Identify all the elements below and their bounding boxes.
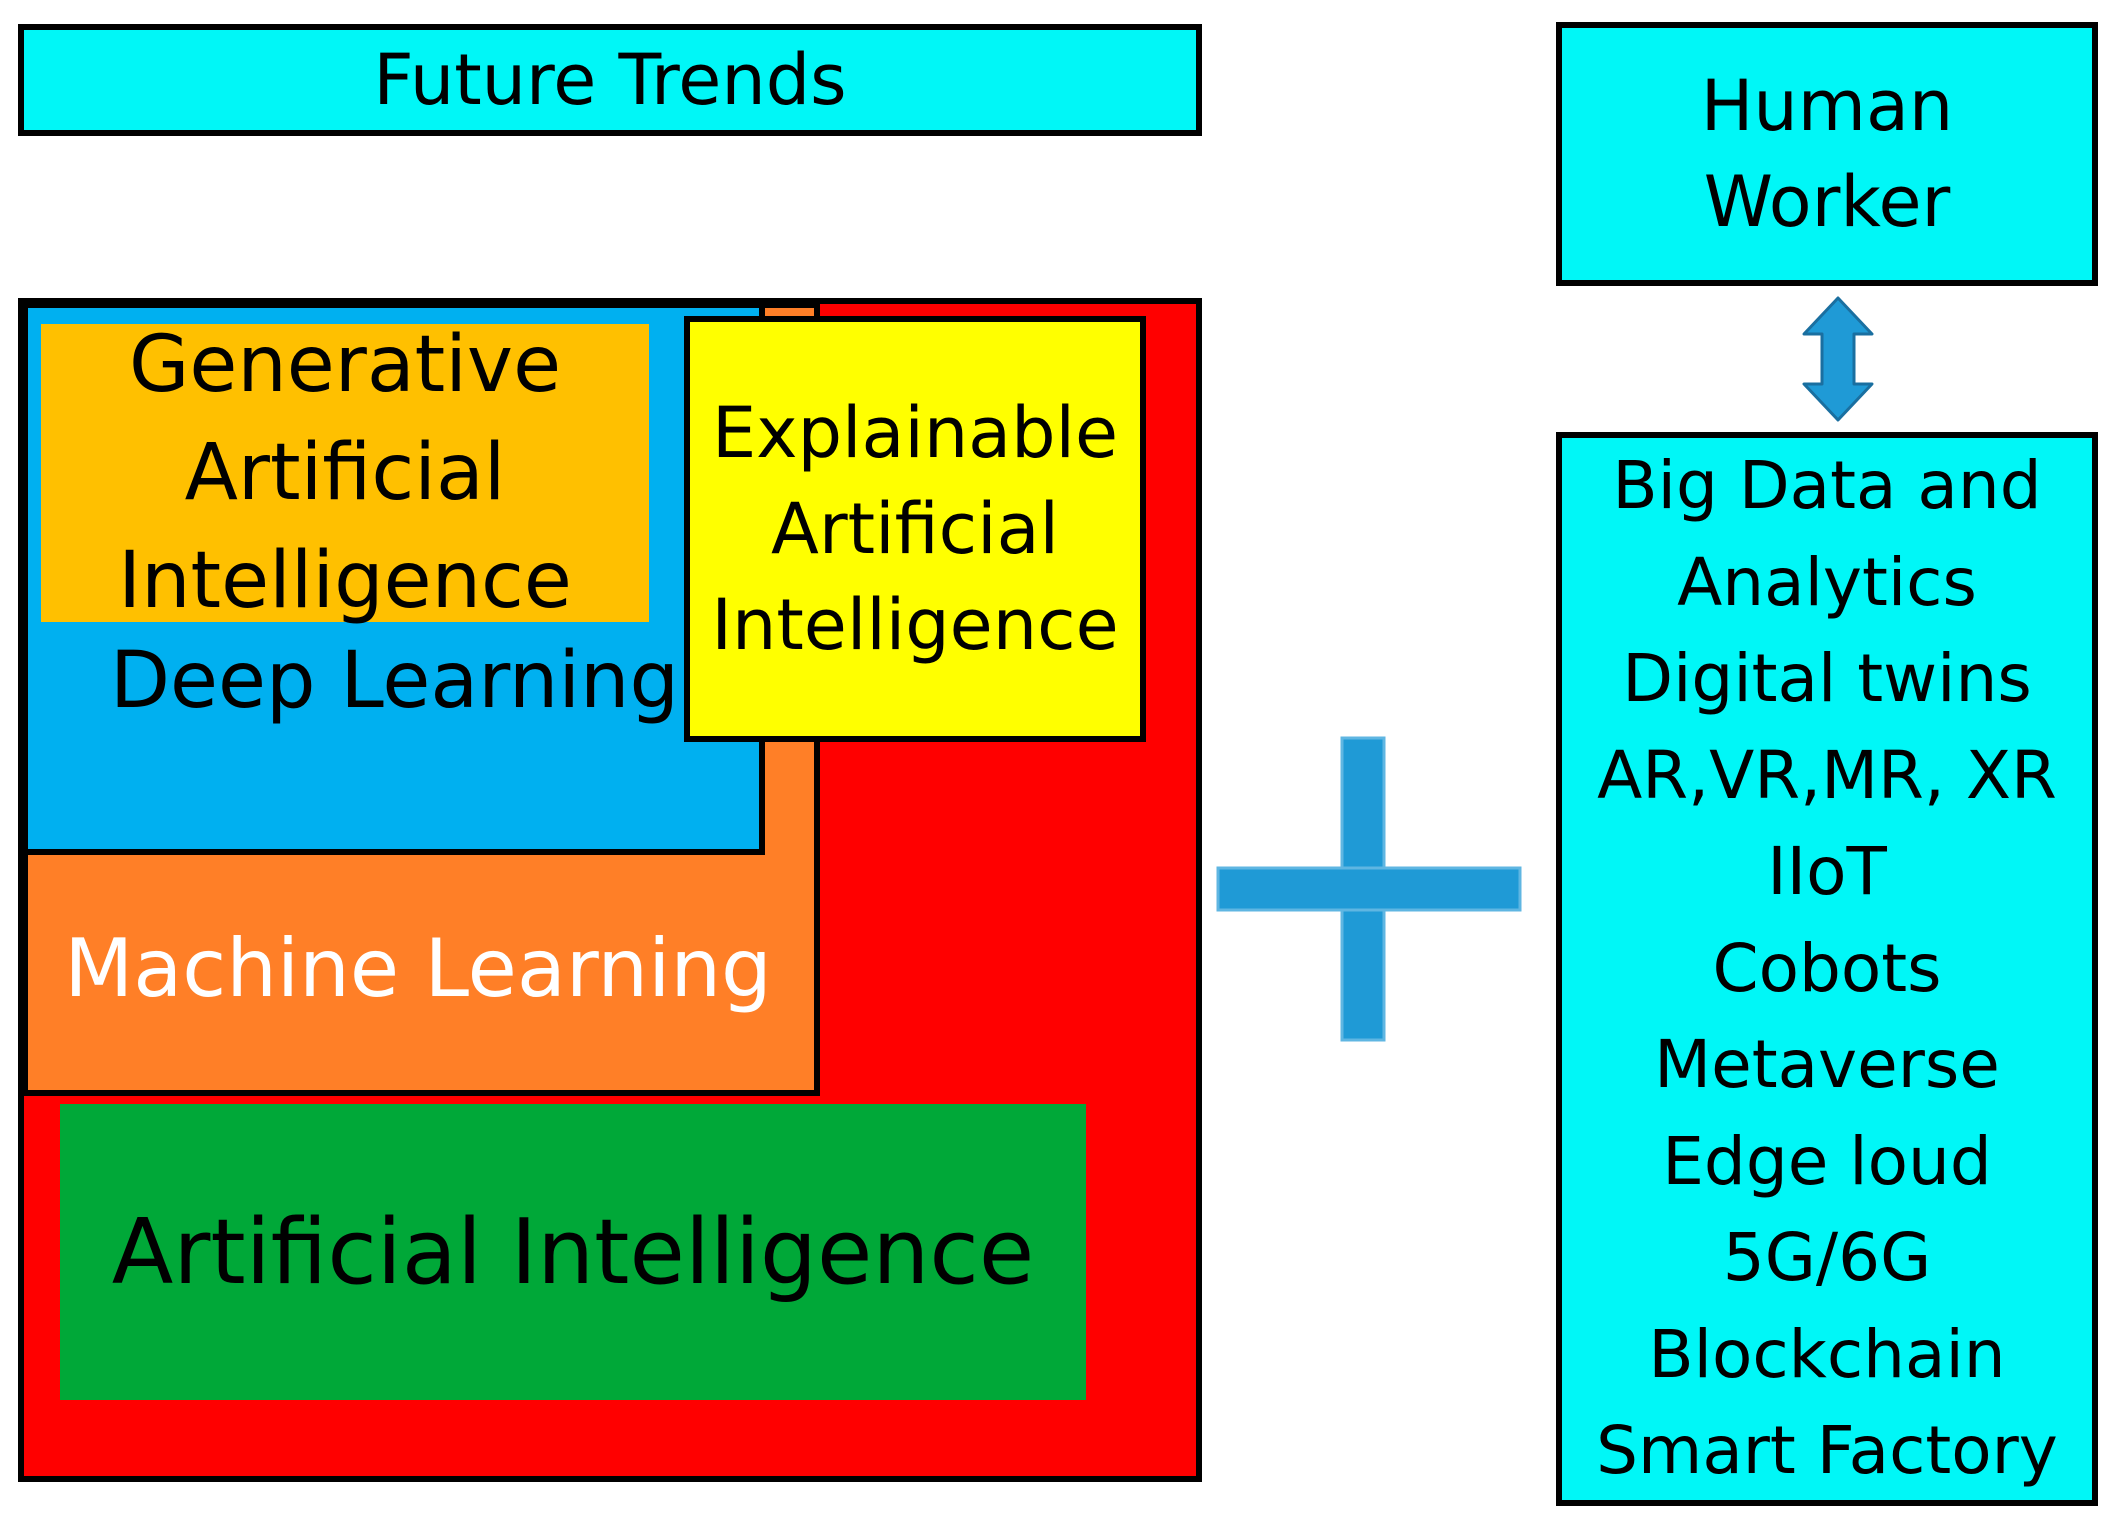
- plus-icon: [1216, 736, 1522, 1042]
- title-box: Future Trends: [18, 24, 1202, 136]
- tech-item-5g-6g: 5G/6G: [1722, 1219, 1932, 1297]
- artificial-intelligence-label: Artificial Intelligence: [111, 1199, 1035, 1305]
- generative-ai-line-1: Generative: [128, 320, 562, 410]
- explainable-ai-box: Explainable Artificial Intelligence: [684, 316, 1146, 742]
- tech-item-blockchain: Blockchain: [1648, 1315, 2006, 1393]
- generative-ai-line-2: Artificial: [184, 428, 506, 518]
- tech-item-iiot: IIoT: [1767, 833, 1887, 911]
- human-line-2: Worker: [1703, 161, 1951, 243]
- tech-item-big-data: Big Data and: [1612, 447, 2042, 525]
- title-text: Future Trends: [373, 39, 847, 121]
- tech-item-smart-factory: Smart Factory: [1596, 1412, 2058, 1490]
- generative-ai-box: Generative Artificial Intelligence: [41, 320, 649, 626]
- human-worker-box: Human Worker: [1556, 22, 2098, 286]
- explainable-ai-line-1: Explainable: [711, 392, 1119, 474]
- tech-item-cobots: Cobots: [1712, 929, 1942, 1007]
- tech-item-analytics: Analytics: [1677, 543, 1977, 621]
- human-line-1: Human: [1700, 65, 1954, 147]
- explainable-ai-line-2: Artificial: [771, 488, 1059, 570]
- tech-item-xr: AR,VR,MR, XR: [1597, 736, 2057, 814]
- generative-ai-line-3: Intelligence: [118, 536, 572, 626]
- deep-learning-label: Deep Learning: [110, 636, 679, 726]
- double-vertical-arrow-icon: [1802, 296, 1874, 422]
- tech-item-metaverse: Metaverse: [1654, 1026, 2000, 1104]
- tech-item-digital-twins: Digital twins: [1622, 640, 2032, 718]
- explainable-ai-line-3: Intelligence: [711, 584, 1119, 666]
- tech-item-edge-cloud: Edge loud: [1662, 1122, 1992, 1200]
- machine-learning-label: Machine Learning: [64, 922, 772, 1015]
- artificial-intelligence-box: Artificial Intelligence: [60, 1104, 1086, 1400]
- technologies-box: Big Data and Analytics Digital twins AR,…: [1556, 432, 2098, 1506]
